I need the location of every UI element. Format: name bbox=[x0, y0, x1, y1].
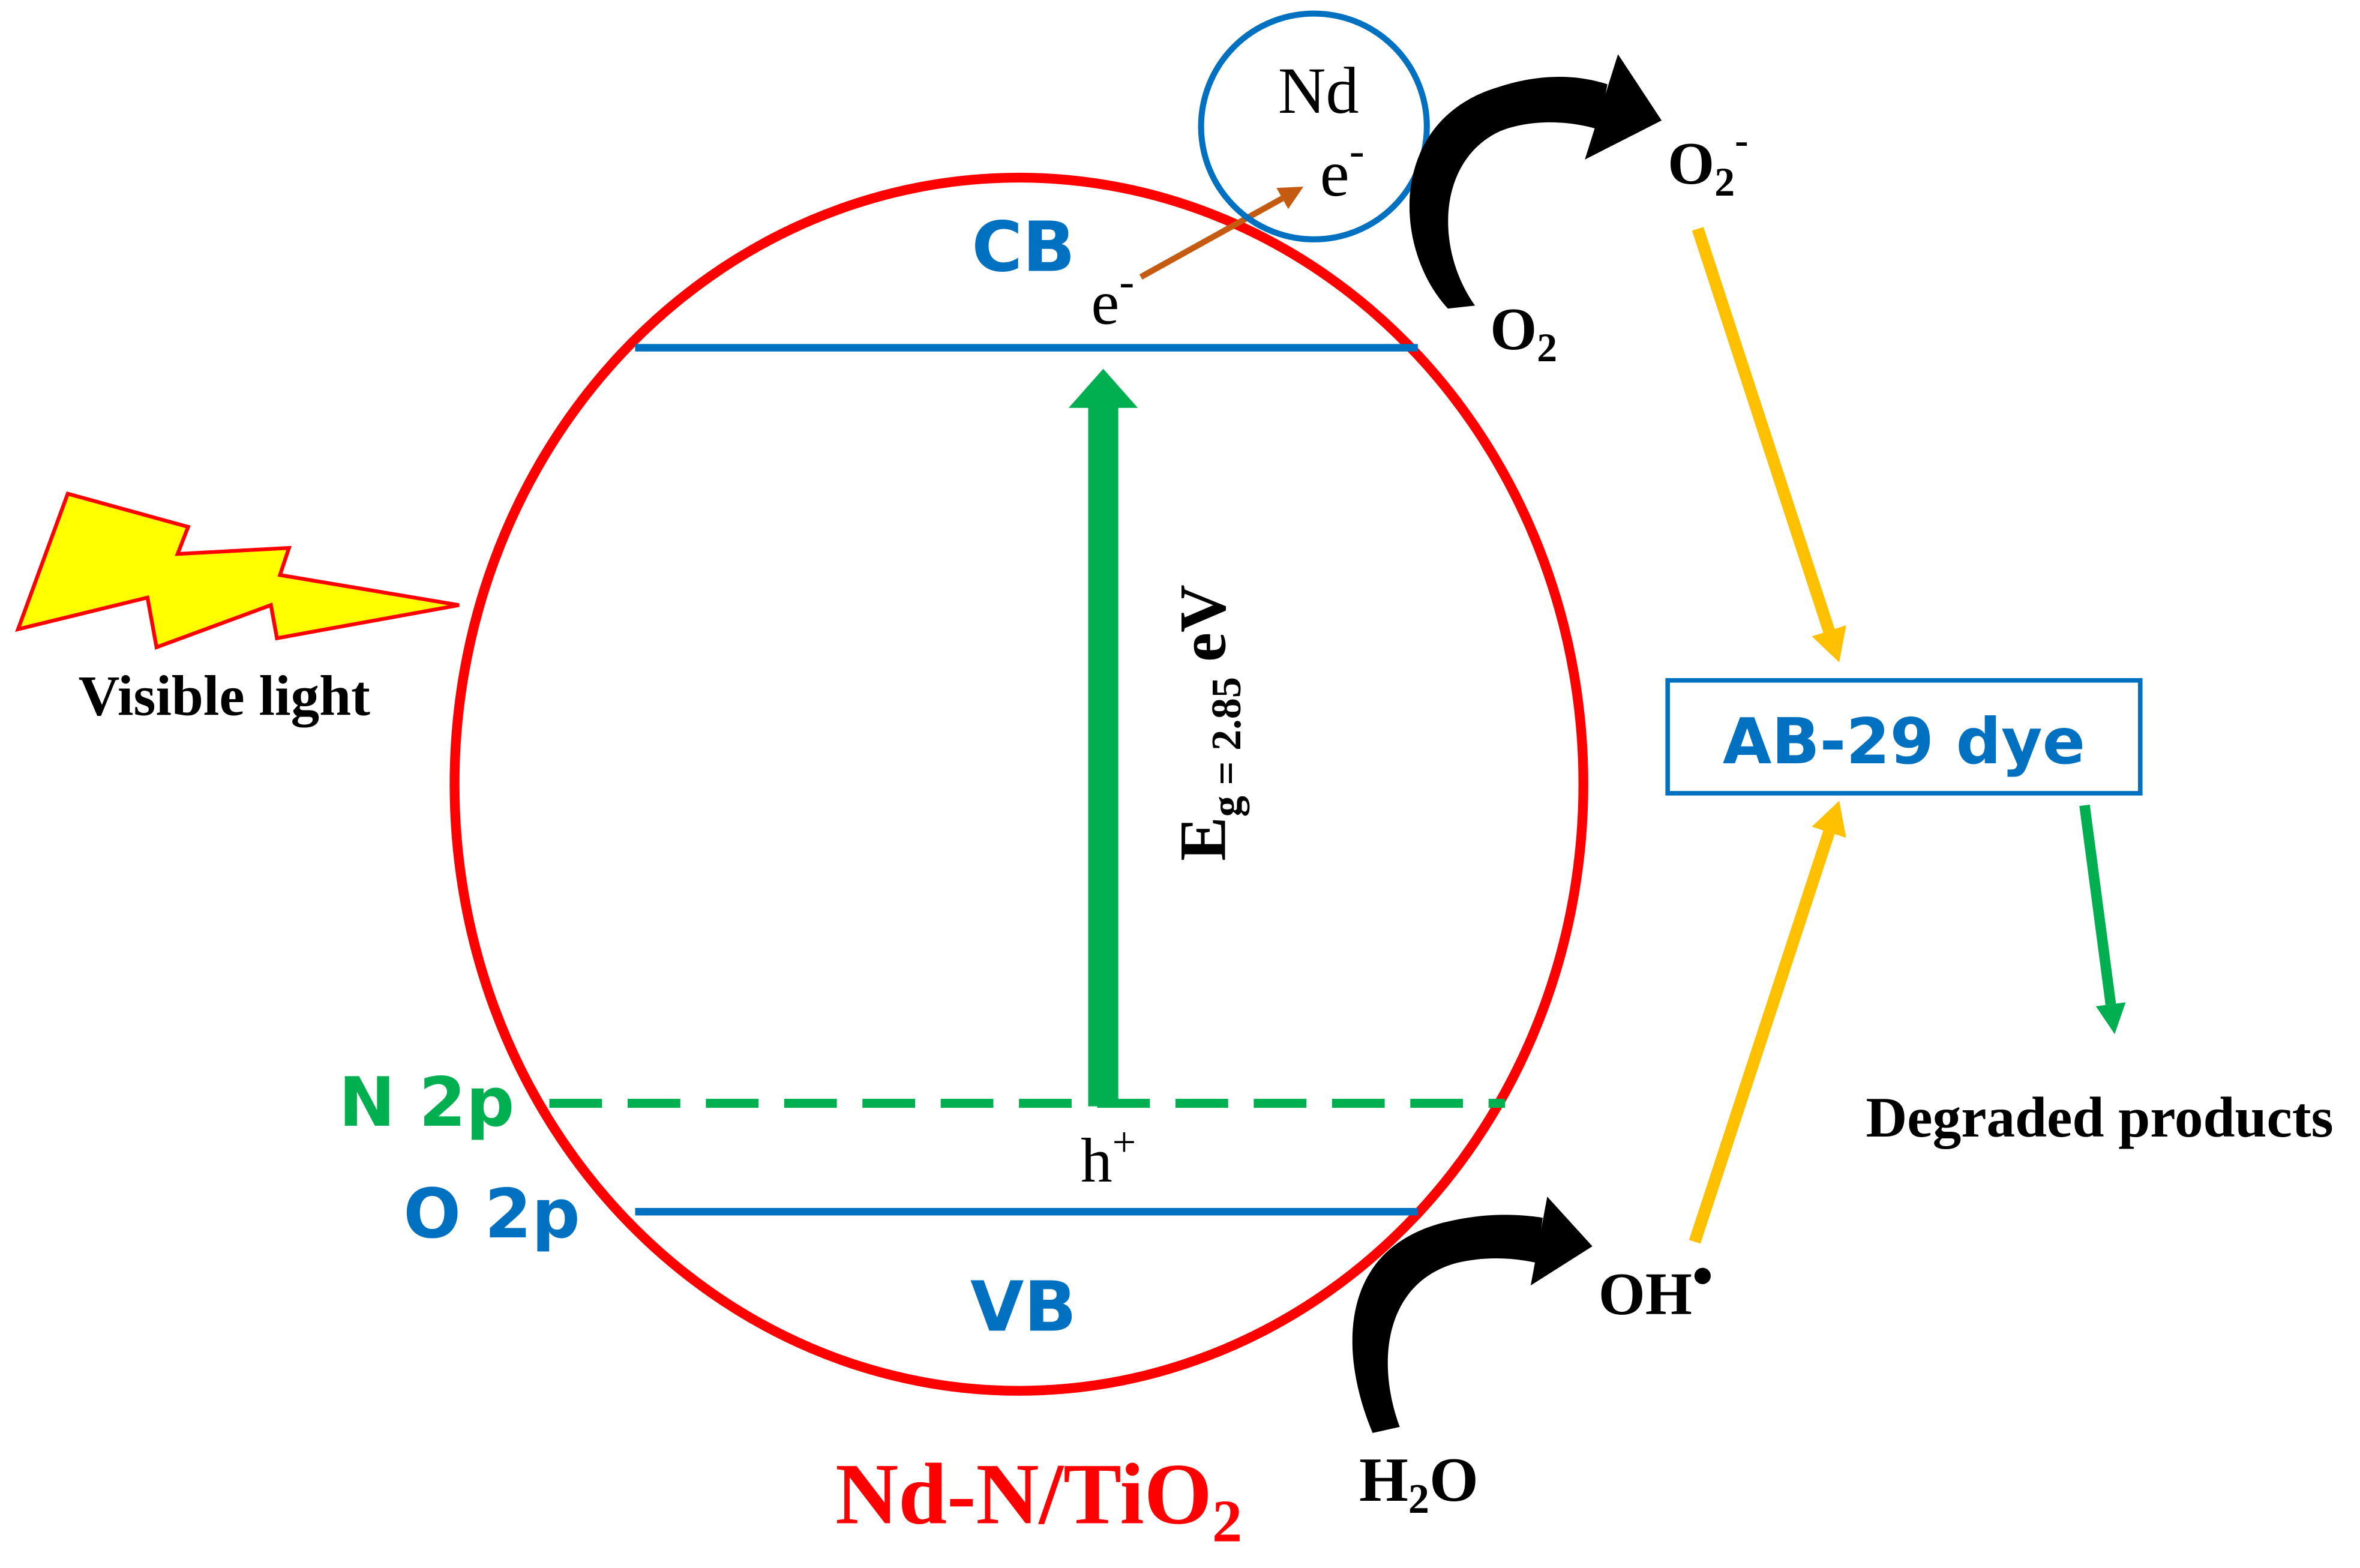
superoxide-attack-arrow-head bbox=[1812, 625, 1846, 662]
catalyst-particle-circle bbox=[449, 172, 1588, 1396]
water-oxidation-arrow-head bbox=[1530, 1197, 1593, 1286]
vb-label: VB bbox=[970, 1267, 1076, 1347]
band-gap-subscript: g = 2.85 bbox=[1203, 677, 1250, 817]
material-formula: Nd-N/TiO bbox=[835, 1446, 1212, 1542]
o2p-label: O 2p bbox=[403, 1174, 580, 1254]
visible-light-label: Visible light bbox=[79, 664, 371, 727]
water-label: H2O bbox=[1359, 1444, 1479, 1522]
electron-transfer-arrow-head bbox=[1276, 187, 1304, 209]
cb-electron-label: e- bbox=[1091, 257, 1135, 337]
superoxide-symbol: O bbox=[1668, 130, 1714, 197]
superoxide-label: O2- bbox=[1668, 118, 1748, 205]
degradation-arrow-head bbox=[2095, 1002, 2126, 1035]
n2p-label: N 2p bbox=[338, 1063, 514, 1142]
band-gap-arrow-shaft bbox=[1088, 403, 1118, 1107]
superoxide-subscript: 2 bbox=[1714, 160, 1735, 205]
electron-transfer-arrow-shaft bbox=[1139, 196, 1284, 280]
lightning-bolt-icon bbox=[15, 491, 460, 650]
material-subscript: 2 bbox=[1212, 1488, 1242, 1555]
nd-electron-charge: - bbox=[1350, 126, 1365, 176]
oxygen-reduction-arrow bbox=[1409, 54, 1662, 309]
hole-charge: + bbox=[1112, 1119, 1136, 1165]
nd-dopant-circle bbox=[1198, 10, 1430, 242]
band-gap-arrow bbox=[1068, 368, 1138, 1107]
hole-symbol: h bbox=[1081, 1125, 1112, 1195]
material-label: Nd-N/TiO2 bbox=[835, 1446, 1242, 1554]
oxygen-reduction-arrow-head bbox=[1585, 54, 1662, 160]
oxygen-subscript: 2 bbox=[1537, 325, 1557, 370]
cb-label: CB bbox=[971, 208, 1075, 288]
water-subscript: 2 bbox=[1408, 1476, 1429, 1522]
degraded-products-label: Degraded products bbox=[1866, 1086, 2333, 1149]
dye-label: AB-29 dye bbox=[1723, 704, 2085, 778]
nd-electron-symbol: e bbox=[1320, 137, 1350, 210]
oxygen-label: O2 bbox=[1490, 296, 1557, 370]
water-oxidation-arrow bbox=[1352, 1197, 1593, 1433]
hydroxyl-attack-arrow-shaft bbox=[1689, 830, 1835, 1244]
oxygen-reduction-arrow-body bbox=[1409, 76, 1608, 309]
hydroxyl-radical-label: OH• bbox=[1599, 1243, 1713, 1327]
cb-electron-charge: - bbox=[1119, 257, 1134, 307]
band-gap-arrow-head bbox=[1068, 368, 1138, 408]
degradation-arrow bbox=[2079, 804, 2126, 1035]
hydroxyl-attack-arrow-head bbox=[1812, 801, 1846, 838]
nd-label: Nd bbox=[1278, 54, 1359, 127]
dye-box bbox=[1665, 678, 2143, 796]
water-symbol-h: H bbox=[1359, 1444, 1408, 1515]
superoxide-charge: - bbox=[1735, 118, 1749, 163]
hole-label: h+ bbox=[1081, 1119, 1136, 1195]
superoxide-attack-arrow-shaft bbox=[1692, 227, 1835, 633]
superoxide-attack-arrow bbox=[1692, 227, 1846, 662]
hydroxyl-symbol: OH bbox=[1599, 1261, 1692, 1327]
hydroxyl-attack-arrow bbox=[1689, 801, 1846, 1244]
band-gap-label: Eg = 2.85 eV bbox=[1166, 584, 1250, 861]
degradation-arrow-shaft bbox=[2079, 804, 2116, 1005]
water-symbol-o: O bbox=[1429, 1444, 1479, 1515]
hydroxyl-radical-dot: • bbox=[1692, 1243, 1713, 1309]
nd-electron-label: e- bbox=[1320, 126, 1365, 210]
electron-transfer-arrow bbox=[1139, 187, 1304, 280]
cb-electron-symbol: e bbox=[1091, 267, 1120, 337]
band-gap-unit: eV bbox=[1166, 584, 1240, 662]
water-oxidation-arrow-body bbox=[1352, 1215, 1543, 1433]
oxygen-symbol: O bbox=[1490, 296, 1537, 362]
band-gap-symbol: E bbox=[1166, 817, 1240, 861]
